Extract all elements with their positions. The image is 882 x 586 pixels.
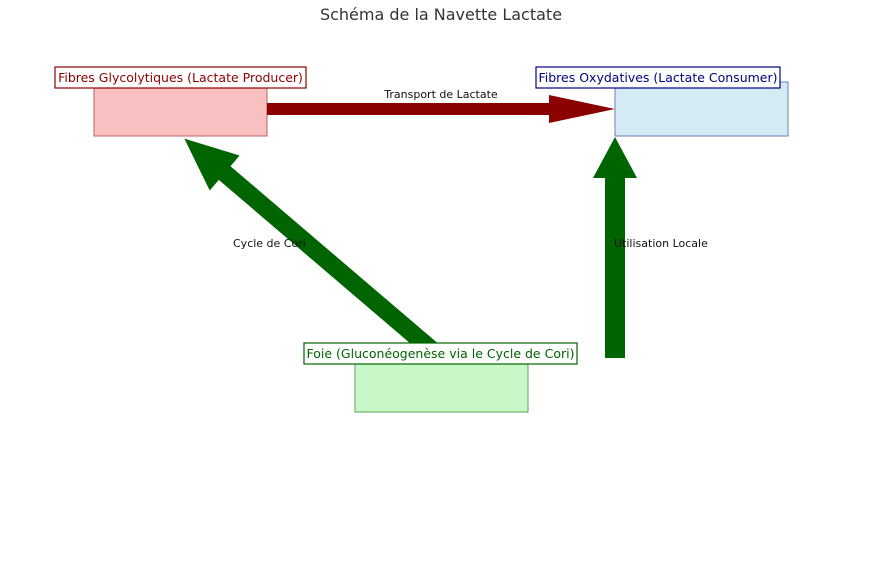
liver-label: Foie (Gluconéogenèse via le Cycle de Cor… [307,346,575,361]
oxidative-fibers-box [614,81,789,137]
diagram-title: Schéma de la Navette Lactate [320,5,562,24]
oxidative-fibers-label: Fibres Oxydatives (Lactate Consumer) [538,70,777,85]
glycolytic-fibers-label: Fibres Glycolytiques (Lactate Producer) [58,70,303,85]
local-utilization-arrow [593,137,637,358]
lactate-transport-label: Transport de Lactate [383,88,498,101]
cori-cycle-label: Cycle de Cori [233,237,306,250]
glycolytic-fibers-box [93,81,268,137]
glycolytic-fibers-node: Fibres Glycolytiques (Lactate Producer) [54,66,307,89]
oxidative-label-box [535,66,781,89]
liver-label-box [303,342,578,365]
liver-box [354,358,529,413]
local-utilization-label: Utilisation Locale [614,237,708,250]
cori-cycle-arrow [184,138,439,358]
liver-node: Foie (Gluconéogenèse via le Cycle de Cor… [303,342,578,365]
oxidative-fibers-node: Fibres Oxydatives (Lactate Consumer) [535,66,781,89]
glycolytic-label-box [54,66,307,89]
lactate-transport-arrow [267,95,615,123]
